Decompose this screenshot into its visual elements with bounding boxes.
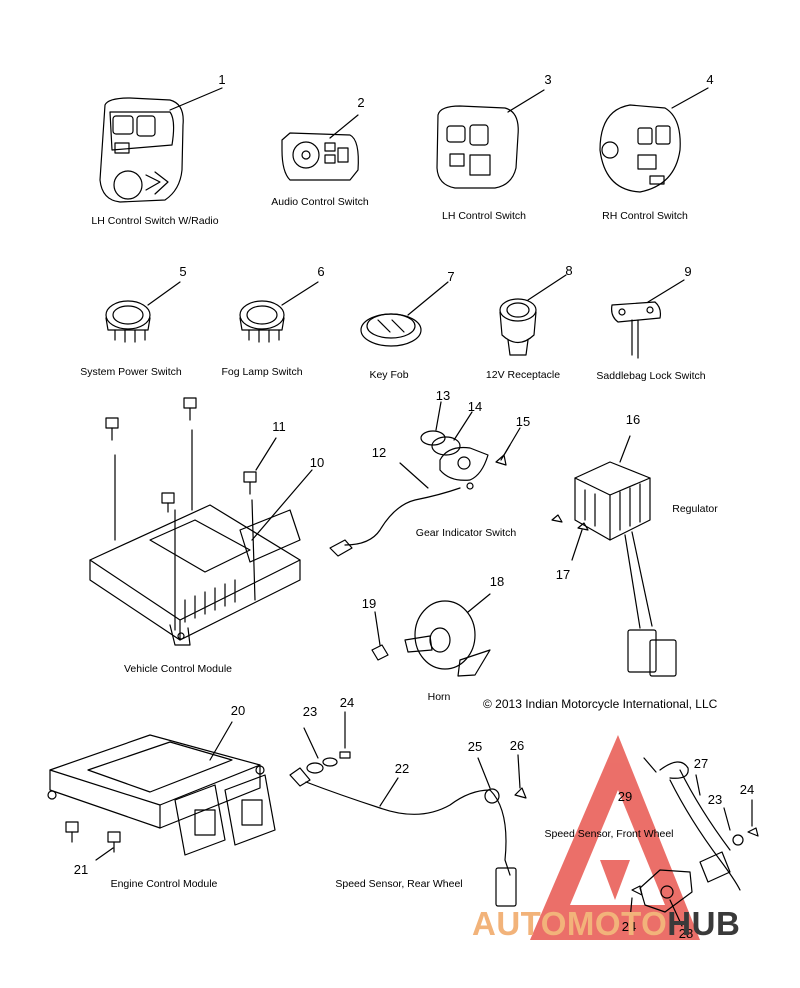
rh-control-switch-icon (599, 87, 709, 193)
system-power-switch-icon (105, 281, 181, 343)
label-12v-receptacle: 12V Receptacle (485, 369, 561, 381)
vehicle-control-module-icon (89, 397, 313, 646)
label-engine-control-module: Engine Control Module (110, 878, 218, 890)
callout-20: 20 (230, 703, 246, 718)
callout-16: 16 (625, 412, 641, 427)
label-lh-control-switch: LH Control Switch (441, 210, 527, 222)
callout-14: 14 (467, 399, 483, 414)
12v-receptacle-icon (499, 274, 567, 356)
fog-lamp-switch-icon (239, 281, 319, 343)
callout-25: 25 (467, 739, 483, 754)
callout-18: 18 (489, 574, 505, 589)
speed-sensor-front-icon (629, 757, 759, 927)
callout-1: 1 (218, 72, 226, 87)
label-vehicle-control-module: Vehicle Control Module (124, 663, 232, 675)
callout-6: 6 (317, 264, 325, 279)
callout-2: 2 (357, 95, 365, 110)
callout-28: 28 (678, 926, 694, 941)
label-lh-control-switch-radio: LH Control Switch W/Radio (91, 215, 219, 227)
gear-indicator-switch-icon (329, 401, 521, 557)
callout-11: 11 (272, 419, 286, 434)
label-speed-sensor-front: Speed Sensor, Front Wheel (544, 828, 674, 840)
callout-29: 29 (617, 789, 633, 804)
callout-27: 27 (693, 756, 709, 771)
callout-3: 3 (544, 72, 552, 87)
callout-22: 22 (394, 761, 410, 776)
callout-21: 21 (73, 862, 89, 877)
callout-24-front: 24 (739, 782, 755, 797)
label-system-power-switch: System Power Switch (80, 366, 182, 378)
callout-26: 26 (509, 738, 525, 753)
callout-24: 24 (339, 695, 355, 710)
callout-19: 19 (361, 596, 377, 611)
label-rh-control-switch: RH Control Switch (602, 210, 688, 222)
callout-4: 4 (706, 72, 714, 87)
callout-17: 17 (555, 567, 571, 582)
label-gear-indicator-switch: Gear Indicator Switch (415, 527, 517, 539)
watermark-text-auto: AUTO (472, 905, 567, 942)
callout-12: 12 (371, 445, 387, 460)
label-horn: Horn (427, 691, 451, 703)
watermark-text-hub: HUB (667, 905, 741, 942)
key-fob-icon (360, 281, 449, 347)
speed-sensor-rear-icon (289, 711, 527, 907)
callout-24-bracket: 24 (621, 919, 637, 934)
callout-23-front: 23 (707, 792, 723, 807)
label-fog-lamp-switch: Fog Lamp Switch (221, 366, 303, 378)
lh-control-switch-radio-icon (99, 87, 223, 203)
callout-8: 8 (565, 263, 573, 278)
callout-23: 23 (302, 704, 318, 719)
label-saddlebag-lock-switch: Saddlebag Lock Switch (596, 370, 706, 382)
callout-5: 5 (179, 264, 187, 279)
saddlebag-lock-switch-icon (611, 279, 685, 359)
lh-control-switch-icon (436, 89, 545, 189)
watermark-logo-icon (530, 735, 700, 940)
watermark-text: AUTOMOTOHUB (472, 907, 740, 941)
label-audio-control-switch: Audio Control Switch (271, 196, 369, 208)
watermark-text-moto: MOTO (566, 905, 668, 942)
regulator-icon (551, 435, 677, 677)
callout-10: 10 (309, 455, 325, 470)
engine-control-module-icon (47, 721, 276, 861)
audio-control-switch-icon (281, 114, 359, 181)
copyright-text: © 2013 Indian Motorcycle International, … (483, 697, 718, 711)
label-key-fob: Key Fob (369, 369, 409, 381)
callout-13: 13 (435, 388, 451, 403)
horn-icon (371, 593, 491, 677)
label-speed-sensor-rear: Speed Sensor, Rear Wheel (335, 878, 463, 890)
callout-9: 9 (684, 264, 692, 279)
callout-15: 15 (515, 414, 531, 429)
label-regulator: Regulator (672, 503, 718, 515)
callout-7: 7 (447, 269, 455, 284)
